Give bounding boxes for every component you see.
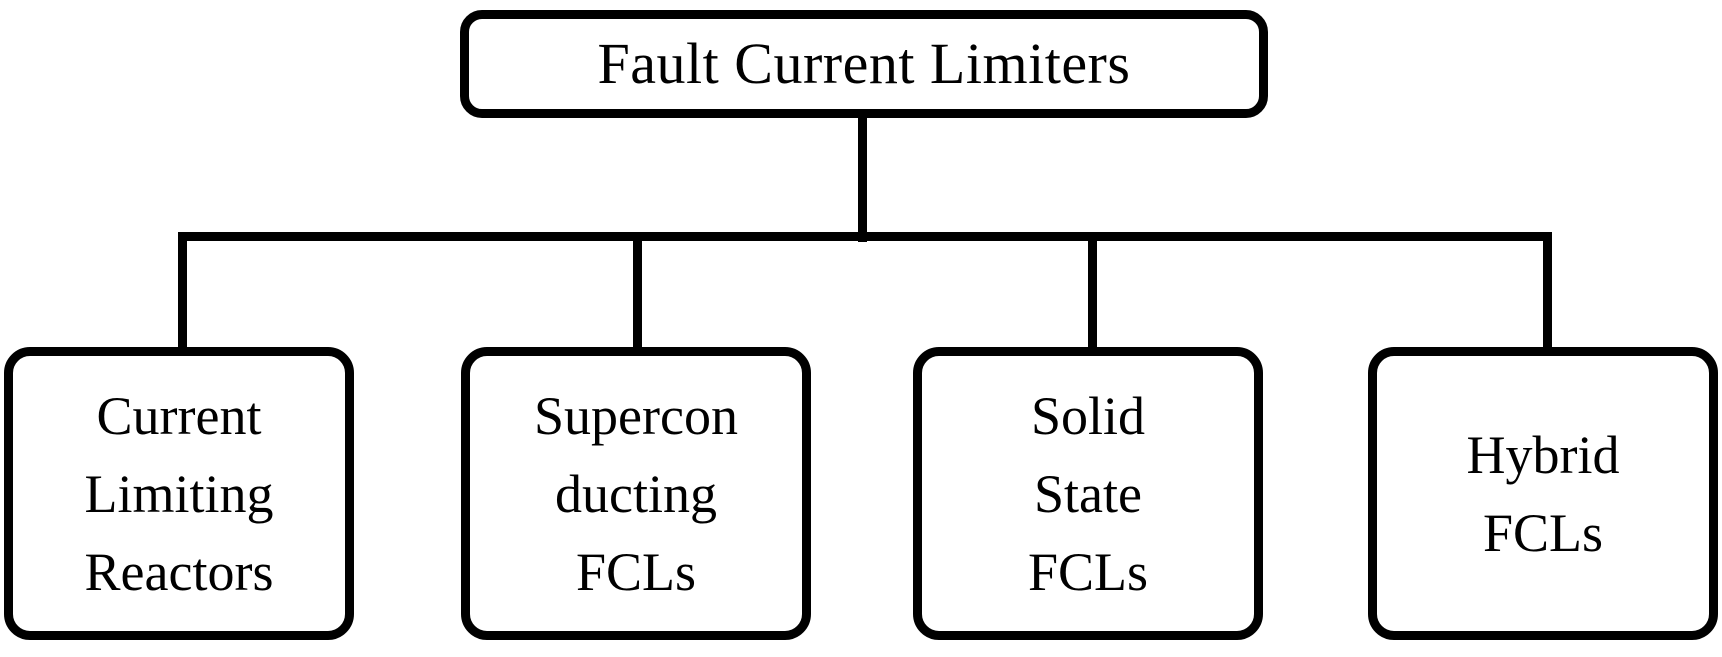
node-root-fault-current-limiters[interactable]: Fault Current Limiters [460, 10, 1268, 118]
node-child-4-label-line-2: FCLs [1482, 502, 1604, 563]
node-solid-state-fcls[interactable]: Solid State FCLs [913, 347, 1263, 640]
node-child-2-label-line-2: ducting [555, 463, 717, 524]
node-child-2-label-line-3: FCLs [575, 541, 697, 602]
connector-drop-to-hybrid-fcls [1543, 232, 1552, 352]
connector-drop-to-solid-state-fcls [1088, 232, 1097, 352]
node-current-limiting-reactors[interactable]: Current Limiting Reactors [4, 347, 354, 640]
node-child-4-label-line-1: Hybrid [1466, 424, 1620, 485]
node-superconducting-fcls[interactable]: Supercon ducting FCLs [461, 347, 811, 640]
node-hybrid-fcls[interactable]: Hybrid FCLs [1368, 347, 1718, 640]
node-child-3-label-line-3: FCLs [1027, 541, 1149, 602]
connector-root-stem [858, 112, 867, 242]
node-child-2-label-line-1: Supercon [534, 385, 738, 446]
node-child-3-label-line-2: State [1034, 463, 1142, 524]
node-child-1-label-line-1: Current [96, 385, 262, 446]
node-child-1-label-line-3: Reactors [84, 541, 274, 602]
node-child-1-label-line-2: Limiting [84, 463, 274, 524]
connector-drop-to-superconducting-fcls [633, 232, 642, 352]
connector-horizontal-bus [178, 232, 1552, 241]
node-root-label-line-1: Fault Current Limiters [597, 31, 1131, 96]
connector-drop-to-current-limiting-reactors [178, 232, 187, 352]
node-child-3-label-line-1: Solid [1030, 385, 1146, 446]
